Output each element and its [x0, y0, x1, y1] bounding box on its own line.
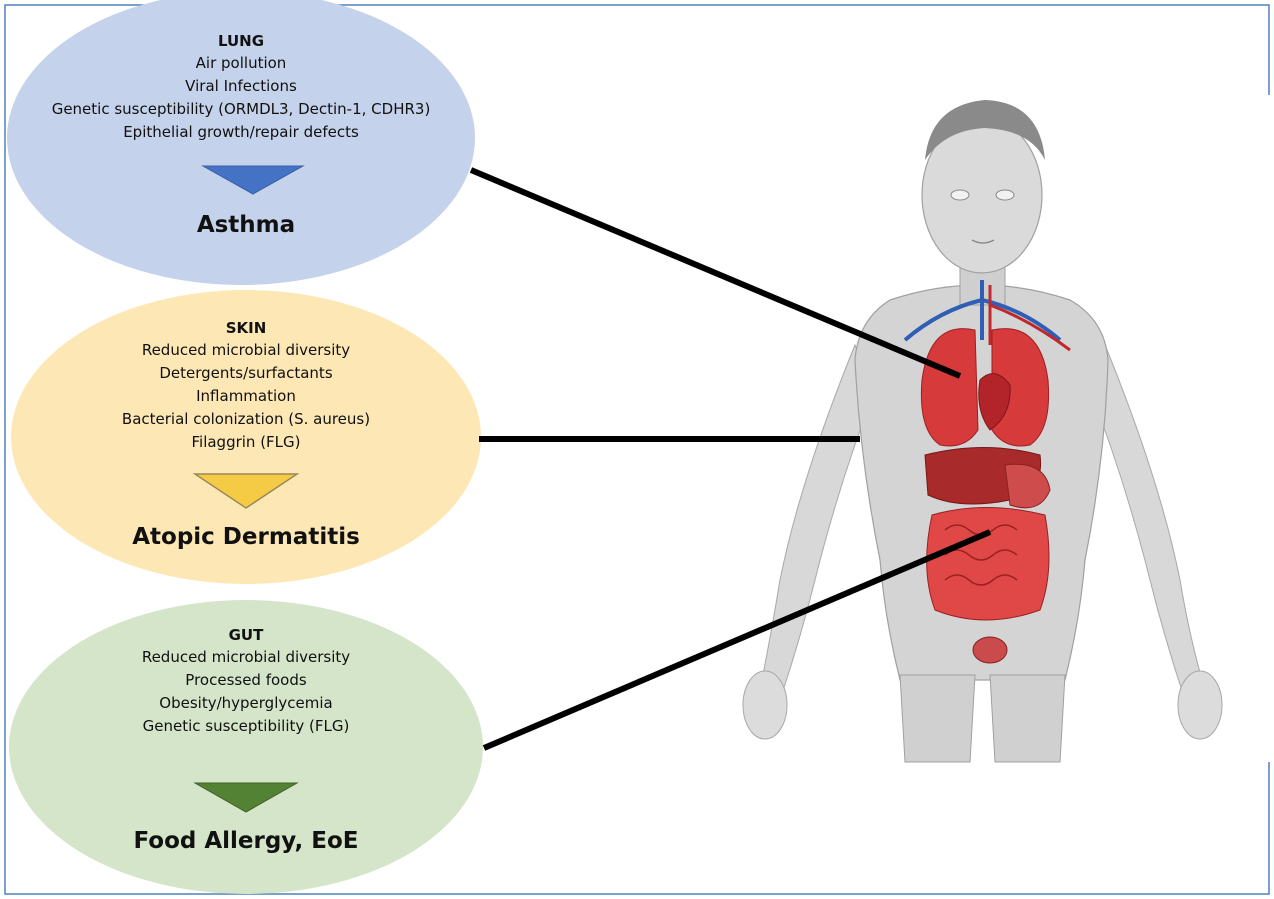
lung-title: LUNG — [0, 32, 482, 50]
skin-title: SKIN — [0, 319, 492, 337]
lung-factor-4: Epithelial growth/repair defects — [0, 123, 482, 142]
lung-factor-1: Air pollution — [0, 54, 482, 73]
lung-factor-2: Viral Infections — [0, 77, 482, 96]
skin-factor-4: Bacterial colonization (S. aureus) — [0, 410, 492, 429]
lung-factor-3: Genetic susceptibility (ORMDL3, Dectin-1… — [0, 100, 482, 119]
human-body-illustration — [741, 95, 1272, 762]
gut-factor-1: Reduced microbial diversity — [0, 648, 492, 667]
gut-outcome: Food Allergy, EoE — [0, 828, 492, 854]
skin-factor-1: Reduced microbial diversity — [0, 341, 492, 360]
skin-factor-2: Detergents/surfactants — [0, 364, 492, 383]
lung-outcome: Asthma — [0, 212, 492, 238]
skin-factor-3: Inflammation — [0, 387, 492, 406]
gut-factor-4: Genetic susceptibility (FLG) — [0, 717, 492, 736]
skin-outcome: Atopic Dermatitis — [0, 524, 492, 550]
gut-title: GUT — [0, 626, 492, 644]
gut-factor-2: Processed foods — [0, 671, 492, 690]
gut-factor-3: Obesity/hyperglycemia — [0, 694, 492, 713]
skin-factor-5: Filaggrin (FLG) — [0, 433, 492, 452]
